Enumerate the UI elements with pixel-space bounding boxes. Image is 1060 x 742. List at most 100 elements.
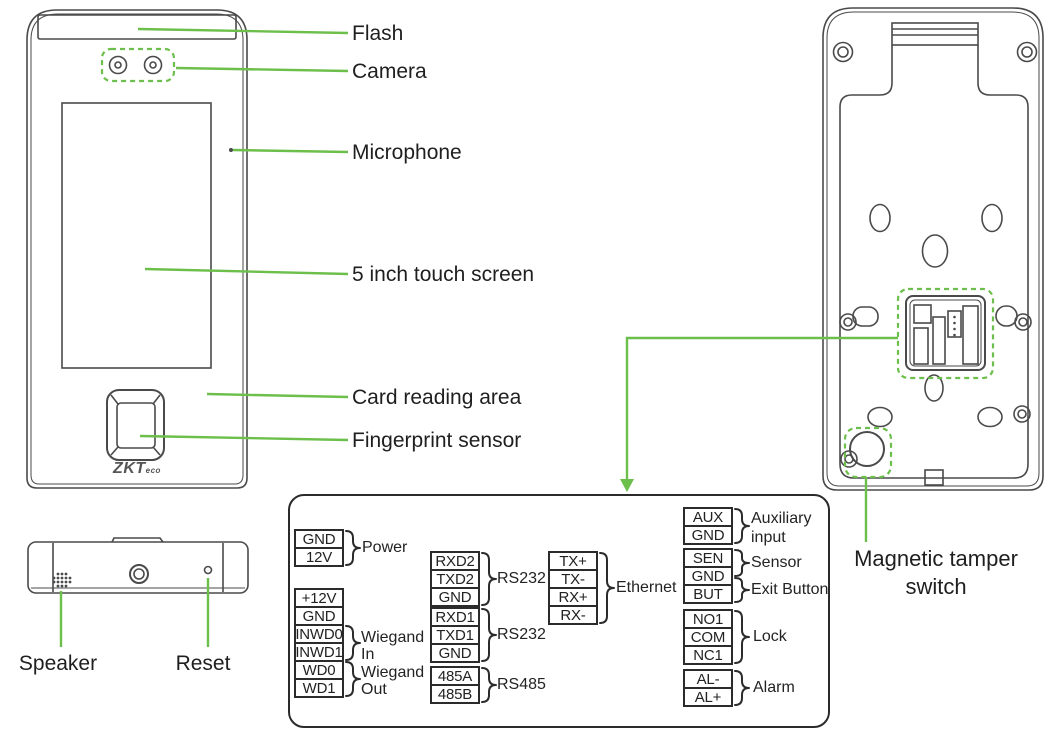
auxiliary-input-group-label: Auxiliary input: [751, 510, 812, 546]
camera-pointer: [175, 66, 349, 73]
pin-txp: TX+: [548, 551, 598, 571]
pin-gnd: GND: [294, 606, 344, 626]
camera-lens-right: [143, 55, 163, 75]
flash-bar: [37, 14, 237, 40]
rs232-2-pin-group: RXD2 TXD2 GND: [430, 551, 480, 607]
pin-inwd0: INWD0: [294, 624, 344, 644]
mount-hole: [869, 203, 891, 233]
alarm-group-label: Alarm: [753, 679, 795, 696]
pin-nc1: NC1: [683, 645, 733, 665]
pin-rxm: RX-: [548, 605, 598, 625]
cable-notch: [924, 469, 944, 486]
flash-pointer: [137, 27, 349, 35]
speaker-label: Speaker: [18, 652, 98, 675]
alarm-pin-group: AL- AL+: [683, 669, 733, 707]
reset-label: Reset: [175, 652, 231, 675]
rs232-1-group-label: RS232: [497, 626, 546, 643]
card-reading-pointer: [206, 392, 349, 399]
pin-gnd: GND: [294, 529, 344, 549]
mount-hole: [924, 374, 944, 402]
fingerprint-pointer: [139, 434, 349, 442]
pin-plus12v: +12V: [294, 588, 344, 608]
ethernet-pin-group: TX+ TX- RX+ RX-: [548, 551, 598, 625]
pin-485a: 485A: [430, 666, 480, 686]
microphone-hole: [229, 148, 233, 152]
touch-screen: [61, 102, 212, 369]
reset-hole: [203, 565, 213, 575]
wiegand-out-group-label: Wiegand Out: [361, 664, 425, 698]
tamper-dashed-highlight: [843, 426, 893, 479]
mount-slot: [891, 22, 979, 46]
keyhole-right: [995, 305, 1018, 327]
wiegand-in-group-label: Wiegand In: [361, 629, 425, 663]
microphone-label: Microphone: [352, 141, 462, 164]
pin-alp: AL+: [683, 687, 733, 707]
mount-hole: [977, 406, 1003, 428]
pin-wd0: WD0: [294, 660, 344, 680]
bottom-screw: [129, 564, 149, 584]
pin-but: BUT: [683, 584, 733, 604]
screw-mid-left: [839, 313, 857, 331]
pin-gnd: GND: [430, 643, 480, 663]
fingerprint-sensor-label: Fingerprint sensor: [352, 429, 522, 452]
screw-bottom-right: [1013, 405, 1031, 423]
pin-txd1: TXD1: [430, 625, 480, 645]
pin-rxd2: RXD2: [430, 551, 480, 571]
pin-no1: NO1: [683, 609, 733, 629]
flash-label: Flash: [352, 22, 404, 45]
sensor-group-label: Sensor: [751, 554, 802, 571]
pin-gnd: GND: [683, 525, 733, 545]
mount-hole: [921, 234, 949, 268]
touch-screen-label: 5 inch touch screen: [352, 263, 535, 286]
mount-hole: [981, 203, 1003, 233]
pin-gnd: GND: [430, 587, 480, 607]
pin-inwd1: INWD1: [294, 642, 344, 662]
camera-dashed-highlight: [100, 47, 176, 83]
keyhole-left: [852, 306, 879, 327]
rs485-pin-group: 485A 485B: [430, 666, 480, 704]
connector-arrow-head: [620, 479, 634, 492]
screw-bottom-left: [840, 450, 858, 468]
aux-pin-group: AUX GND: [683, 507, 733, 545]
pin-sen: SEN: [683, 548, 733, 568]
pin-gnd: GND: [683, 566, 733, 586]
tamper-switch: [849, 431, 885, 467]
pin-485b: 485B: [430, 684, 480, 704]
ethernet-group-label: Ethernet: [616, 579, 677, 596]
zkteco-logo-sub: eco: [145, 466, 161, 475]
pin-txd2: TXD2: [430, 569, 480, 589]
fingerprint-sensor: [106, 389, 165, 461]
rs232-1-pin-group: RXD1 TXD1 GND: [430, 607, 480, 663]
mount-hole: [867, 406, 893, 428]
back-device-drawing: [822, 7, 1044, 491]
pin-com: COM: [683, 627, 733, 647]
front-device-drawing: [26, 9, 248, 489]
camera-lens-left: [108, 55, 128, 75]
screw-top-right: [1016, 41, 1038, 63]
wiring-connector-block: [905, 295, 986, 371]
pin-rxd1: RXD1: [430, 607, 480, 627]
touch-screen-pointer: [144, 267, 349, 276]
exit-button-group-label: Exit Button: [751, 581, 829, 598]
pin-txm: TX-: [548, 569, 598, 589]
bottom-device-drawing: [27, 537, 249, 594]
pin-wd1: WD1: [294, 678, 344, 698]
wiegand-pin-group: +12V GND INWD0 INWD1 WD0 WD1: [294, 588, 344, 698]
pin-rxp: RX+: [548, 587, 598, 607]
zkteco-logo: ZKTeco: [104, 460, 170, 478]
pin-aux: AUX: [683, 507, 733, 527]
connector-dashed-highlight: [896, 287, 995, 380]
rs485-group-label: RS485: [497, 676, 546, 693]
pin-12v: 12V: [294, 547, 344, 567]
zkteco-logo-main: ZKT: [113, 460, 146, 477]
lock-group-label: Lock: [753, 628, 787, 645]
power-group-label: Power: [362, 539, 408, 556]
magnetic-tamper-switch-label: Magnetic tamper switch: [854, 546, 1018, 599]
power-pin-group: GND 12V: [294, 529, 344, 567]
microphone-pointer: [232, 148, 349, 154]
mount-plate-outline: [839, 45, 1029, 479]
speaker-grille: [52, 572, 72, 588]
connector-arrow-line: [625, 336, 898, 480]
screw-top-left: [832, 41, 854, 63]
